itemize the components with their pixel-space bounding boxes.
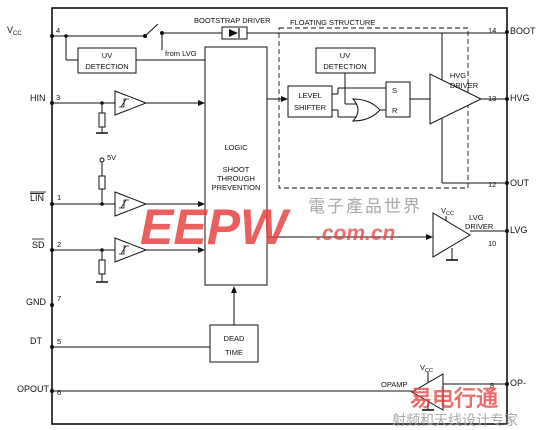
vcc-pin-label: VCC bbox=[7, 25, 22, 37]
lvg-pin-number: 10 bbox=[488, 239, 496, 248]
svg-text:SHIFTER: SHIFTER bbox=[294, 103, 327, 112]
floating-structure-box bbox=[278, 27, 469, 189]
opamp bbox=[411, 373, 444, 411]
lin-junction bbox=[100, 202, 104, 206]
sd-pin-label: SD bbox=[32, 240, 45, 250]
dead-time-arrow bbox=[231, 286, 237, 293]
lin-pin-label: LIN bbox=[30, 193, 44, 203]
sr-latch: S R bbox=[385, 81, 411, 118]
svg-text:R: R bbox=[392, 106, 398, 115]
svg-text:LOGIC: LOGIC bbox=[224, 143, 248, 152]
svg-text:TIME: TIME bbox=[225, 348, 243, 357]
sd-input-path bbox=[52, 249, 200, 283]
out-pin-number: 12 bbox=[488, 180, 496, 189]
hvg-pin-label: HVG bbox=[510, 93, 530, 103]
vcc-junction bbox=[64, 34, 68, 38]
lvg-arrow bbox=[426, 234, 433, 240]
sd-pin-number: 2 bbox=[57, 240, 61, 249]
opamp-wiring bbox=[52, 372, 507, 411]
vcc-pin-number: 4 bbox=[56, 26, 60, 35]
eepw-watermark: EEPW bbox=[140, 199, 291, 255]
svg-text:DETECTION: DETECTION bbox=[323, 62, 366, 71]
lvg-pin-label: LVG bbox=[510, 225, 527, 235]
lvg-wiring bbox=[267, 216, 507, 261]
lvg-vcc-label: VCC bbox=[441, 206, 454, 217]
op-minus-pin-label: OP- bbox=[510, 378, 526, 388]
lvg-driver bbox=[432, 212, 471, 258]
op-minus-pin-number: 8 bbox=[490, 381, 494, 390]
svg-text:DETECTION: DETECTION bbox=[85, 62, 128, 71]
svg-text:SHOOT: SHOOT bbox=[223, 165, 250, 174]
watermark-cn-bottom-1: 易电行通 bbox=[410, 386, 498, 412]
sd-pulldown-resistor bbox=[98, 259, 106, 275]
logic-block: LOGIC SHOOT THROUGH PREVENTION bbox=[204, 46, 268, 286]
lvg-driver-label-2: DRIVER bbox=[465, 222, 494, 231]
watermark-url: .com.cn bbox=[316, 222, 395, 245]
hin-schmitt-buffer bbox=[114, 90, 148, 116]
svg-text:THROUGH: THROUGH bbox=[217, 174, 255, 183]
out-pin-label: OUT bbox=[510, 178, 530, 188]
opamp-vcc-label: VCC bbox=[420, 363, 433, 374]
five-v-label: 5V bbox=[107, 153, 116, 162]
uv-detection-left: UV DETECTION bbox=[77, 47, 137, 74]
opout-pin-number: 6 bbox=[57, 388, 61, 397]
bootstrap-driver-label: BOOTSTRAP DRIVER bbox=[194, 16, 271, 25]
hin-pulldown-resistor bbox=[98, 112, 106, 128]
dt-pin-label: DT bbox=[30, 336, 42, 346]
lin-pin-number: 1 bbox=[57, 193, 61, 202]
svg-text:LEVEL: LEVEL bbox=[298, 91, 321, 100]
lvg-driver-label-1: LVG bbox=[469, 213, 484, 222]
hin-pin-label: HIN bbox=[30, 93, 46, 103]
level-shifter-block: LEVEL SHIFTER bbox=[287, 85, 333, 118]
dead-time-block: DEAD TIME bbox=[209, 324, 259, 363]
watermark-cn-bottom-2: 射频和天线设计专家 bbox=[392, 412, 518, 429]
boot-pin-number: 14 bbox=[488, 26, 496, 35]
hin-pin-number: 3 bbox=[56, 93, 60, 102]
five-v-node bbox=[99, 157, 105, 163]
dt-pin-number: 5 bbox=[57, 337, 61, 346]
hvg-driver-label-2: DRIVER bbox=[450, 81, 479, 90]
sd-arrow bbox=[198, 247, 205, 253]
svg-text:UV: UV bbox=[102, 51, 112, 60]
chip-outline bbox=[51, 7, 508, 425]
lin-input-path bbox=[52, 162, 200, 205]
opamp-label: OPAMP bbox=[381, 380, 408, 389]
svg-text:UV: UV bbox=[340, 51, 350, 60]
lin-arrow bbox=[198, 201, 205, 207]
gnd-pin-node bbox=[50, 303, 54, 307]
hin-arrow bbox=[198, 100, 205, 106]
svg-text:DEAD: DEAD bbox=[224, 334, 245, 343]
lin-schmitt-buffer bbox=[114, 191, 148, 217]
floating-structure-label: FLOATING STRUCTURE bbox=[290, 18, 375, 27]
or-gate bbox=[351, 98, 381, 122]
latch-wiring bbox=[332, 73, 430, 118]
dead-time-wiring bbox=[52, 292, 235, 348]
hvg-driver bbox=[429, 73, 483, 125]
lin-pullup-resistor bbox=[98, 175, 106, 190]
gnd-pin-number: 7 bbox=[57, 294, 61, 303]
level-shifter-arrow bbox=[281, 96, 288, 102]
sd-schmitt-buffer bbox=[114, 237, 148, 263]
hin-junction bbox=[100, 101, 104, 105]
boot-pin-label: BOOT bbox=[510, 26, 536, 36]
from-lvg-label: from LVG bbox=[165, 49, 197, 58]
gnd-pin-label: GND bbox=[26, 297, 47, 307]
hvg-driver-wiring bbox=[441, 98, 507, 184]
bootstrap-diode bbox=[221, 26, 248, 40]
opout-pin-label: OPOUT bbox=[17, 384, 50, 394]
hvg-driver-label-1: HVG bbox=[450, 71, 466, 80]
watermark-cn-title: 電子產品世界 bbox=[308, 197, 422, 217]
sd-junction bbox=[100, 248, 104, 252]
svg-text:S: S bbox=[392, 86, 397, 95]
svg-text:PREVENTION: PREVENTION bbox=[212, 183, 261, 192]
uv-detection-floating: UV DETECTION bbox=[315, 47, 376, 74]
